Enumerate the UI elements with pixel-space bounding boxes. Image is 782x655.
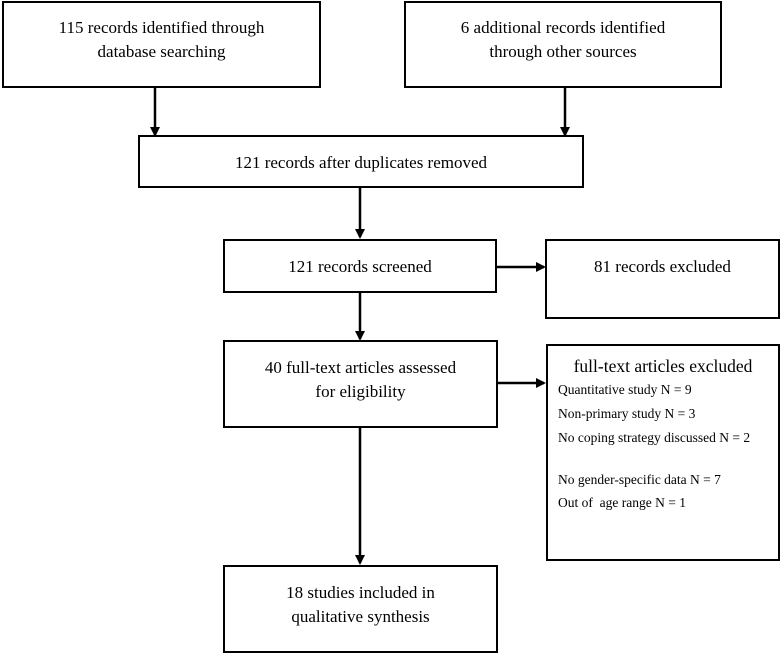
records-identified-other-line2: through other sources — [489, 42, 637, 61]
exclusion-reason: Non-primary study N = 3 — [558, 406, 696, 421]
exclusion-reason: No gender-specific data N = 7 — [558, 472, 721, 487]
records-identified-database-line2: database searching — [97, 42, 226, 61]
exclusion-reason: Out of age range N = 1 — [558, 495, 686, 510]
studies-included-line1: 18 studies included in — [286, 583, 435, 602]
fulltext-excluded-title: full-text articles excluded — [573, 356, 753, 376]
records-screened-label: 121 records screened — [288, 257, 432, 276]
studies-included-box: 18 studies included in qualitative synth… — [223, 565, 498, 653]
exclusion-reason: Quantitative study N = 9 — [558, 382, 692, 397]
fulltext-excluded-box: full-text articles excluded Quantitative… — [546, 344, 780, 561]
fulltext-assessed-line2: for eligibility — [315, 382, 406, 401]
fulltext-assessed-line1: 40 full-text articles assessed — [264, 358, 457, 377]
studies-included-line2: qualitative synthesis — [291, 607, 430, 626]
records-identified-database-box: 115 records identified through database … — [2, 1, 321, 88]
records-identified-other-box: 6 additional records identified through … — [404, 1, 722, 88]
records-after-duplicates-box: 121 records after duplicates removed — [138, 135, 584, 188]
fulltext-assessed-box: 40 full-text articles assessed for eligi… — [223, 340, 498, 428]
records-excluded-box: 81 records excluded — [545, 239, 780, 319]
records-identified-other-line1: 6 additional records identified — [460, 18, 666, 37]
exclusion-reason: No coping strategy discussed N = 2 — [558, 430, 751, 445]
records-after-duplicates-label: 121 records after duplicates removed — [234, 153, 488, 172]
records-excluded-label: 81 records excluded — [594, 257, 731, 276]
records-screened-box: 121 records screened — [223, 239, 497, 293]
records-identified-database-line1: 115 records identified through — [58, 18, 265, 37]
